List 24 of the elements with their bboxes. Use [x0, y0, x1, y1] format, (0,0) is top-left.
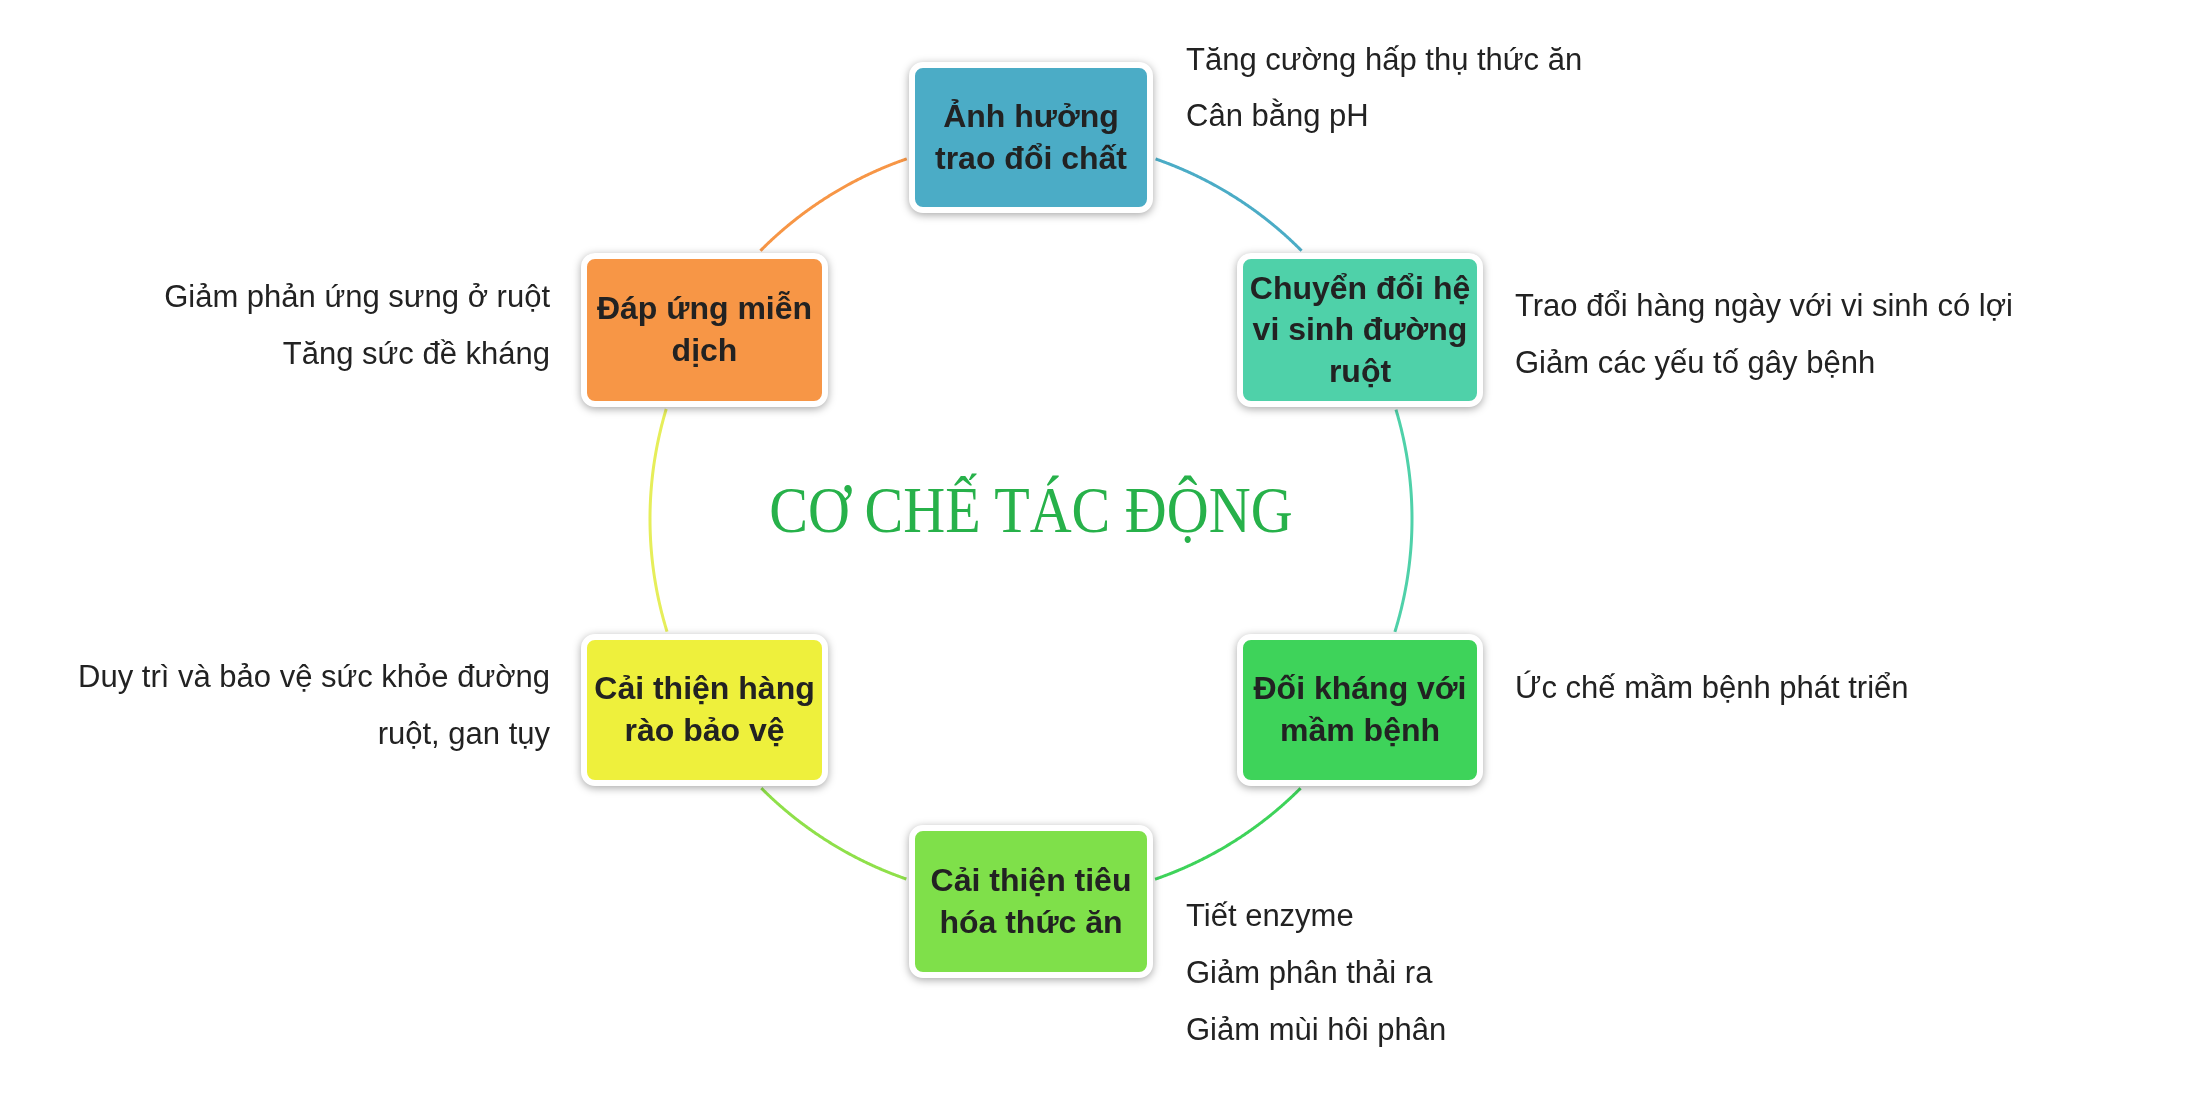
box-label: Chuyển đổi hệ vi sinh đường ruột	[1248, 268, 1472, 391]
note-text: Giảm mùi hôi phân	[1186, 1011, 1447, 1049]
note-text: Tăng cường hấp thụ thức ăn	[1186, 41, 1583, 79]
box-label: Đáp ứng miễn dịch	[595, 289, 814, 370]
connector-arc	[1154, 787, 1302, 881]
connector-arc	[1393, 409, 1414, 633]
note-text: Cân bằng pH	[1186, 97, 1369, 135]
note-text: Giảm phản ứng sưng ở ruột	[164, 278, 550, 316]
note-text: Trao đổi hàng ngày với vi sinh có lợi	[1515, 287, 2013, 325]
connector-arc	[760, 787, 907, 881]
note-text: Duy trì và bảo vệ sức khỏe đường ruột, gan tụy	[77, 658, 550, 753]
box-label: Cải thiện hàng rào bảo vệ	[593, 669, 816, 750]
note-text: Giảm phân thải ra	[1186, 954, 1433, 992]
connector-arc	[648, 408, 669, 633]
connector-arc	[759, 157, 908, 252]
note-text: Tăng sức đề kháng	[282, 335, 550, 373]
note-text: Giảm các yếu tố gây bệnh	[1515, 344, 1876, 382]
box-label: Ảnh hưởng trao đổi chất	[934, 96, 1128, 178]
box-label: Đối kháng với mầm bệnh	[1252, 669, 1468, 750]
box-label: Cải thiện tiêu hóa thức ăn	[929, 860, 1133, 942]
note-text: Ức chế mầm bệnh phát triển	[1515, 669, 1909, 707]
note-text: Tiết enzyme	[1186, 897, 1354, 935]
diagram-title: CƠ CHẾ TÁC ĐỘNG	[769, 472, 1293, 548]
connector-arc	[1155, 157, 1303, 252]
